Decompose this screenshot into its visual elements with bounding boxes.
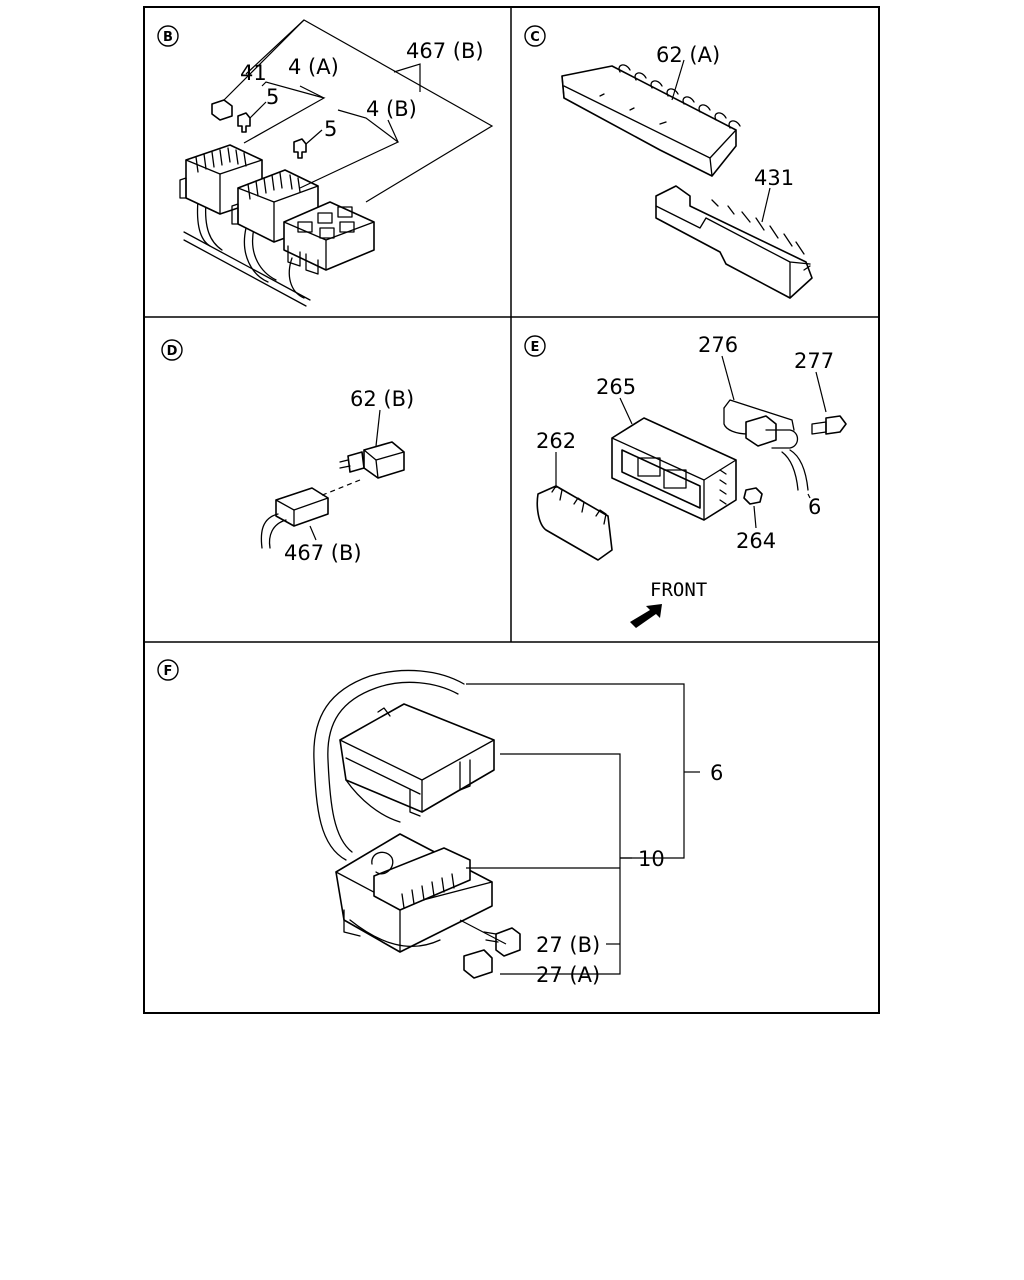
label-62b: 62 (B) [350, 387, 414, 411]
connector-housing-265 [611, 417, 737, 521]
cover-262 [536, 485, 613, 561]
label-5-lower: 5 [324, 117, 337, 141]
section-c-marker: C [524, 25, 546, 47]
label-467b-d: 467 (B) [284, 541, 362, 565]
fuse-box-cover [339, 703, 495, 823]
fuse-27b [495, 927, 521, 957]
section-b-leaders [223, 19, 494, 203]
section-e: E [524, 333, 847, 628]
connector-467b [260, 487, 329, 549]
label-27a: 27 (A) [536, 963, 600, 987]
label-10: 10 [638, 847, 665, 871]
label-277: 277 [794, 349, 834, 373]
section-f-leaders [459, 683, 700, 975]
front-arrow-icon [630, 604, 662, 628]
section-b: B [157, 19, 494, 307]
part-41-clip [211, 99, 233, 121]
label-6-f: 6 [710, 761, 723, 785]
harness-loop [313, 669, 465, 861]
label-41: 41 [240, 61, 267, 85]
front-label: FRONT [650, 579, 707, 601]
section-d-marker-text: D [167, 344, 178, 359]
section-f-marker: F [157, 659, 179, 681]
label-62a: 62 (A) [656, 43, 720, 67]
section-d-marker: D [161, 339, 183, 361]
part-5-fuse-b [293, 138, 307, 159]
nut-264 [743, 487, 763, 505]
label-4a: 4 (A) [288, 55, 339, 79]
bolt-277 [811, 415, 847, 435]
section-d: D 62 (B) 467 (B) [161, 339, 414, 565]
label-27b: 27 (B) [536, 933, 600, 957]
label-265: 265 [596, 375, 636, 399]
section-b-marker: B [157, 25, 179, 47]
terminal-connector-62a [561, 64, 741, 177]
section-c: C 62 (A) 431 [524, 25, 813, 299]
section-f-marker-text: F [164, 664, 173, 679]
terminal-connector-431 [655, 185, 813, 299]
section-c-marker-text: C [530, 30, 540, 45]
section-b-marker-text: B [163, 30, 173, 45]
fuse-27a [463, 949, 493, 979]
section-f: F [157, 659, 723, 987]
fuse-box-base [335, 833, 493, 953]
label-4b: 4 (B) [366, 97, 417, 121]
label-262: 262 [536, 429, 576, 453]
part-5-fuse-a [237, 112, 251, 133]
relay-box [283, 201, 375, 275]
label-276: 276 [698, 333, 738, 357]
connector-62b [339, 441, 405, 479]
fuse-27b-leads [483, 931, 499, 943]
bracket-276 [723, 399, 809, 491]
label-467b: 467 (B) [406, 39, 484, 63]
label-6-e: 6 [808, 495, 821, 519]
section-e-marker-text: E [531, 340, 540, 355]
label-431: 431 [754, 166, 794, 190]
section-e-marker: E [524, 335, 546, 357]
label-5-upper: 5 [266, 85, 279, 109]
label-264: 264 [736, 529, 776, 553]
